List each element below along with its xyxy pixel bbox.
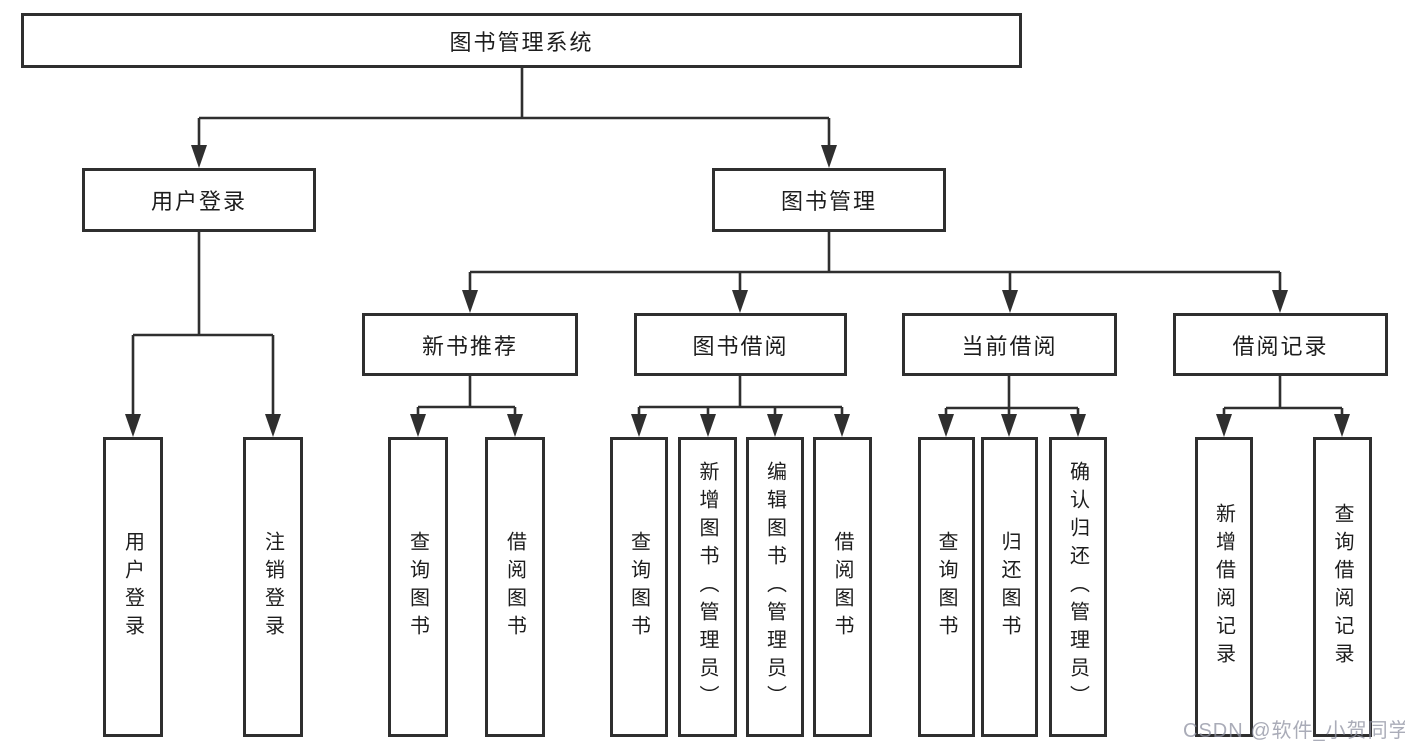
node-label: 新增图书（管理员） (696, 461, 718, 713)
node-label: 查询图书 (627, 531, 650, 643)
leaf-query-books-borrowing: 查询图书 (610, 437, 668, 737)
node-borrowing-records: 借阅记录 (1173, 313, 1388, 376)
node-label: 新增借阅记录 (1212, 503, 1235, 671)
node-label: 确认归还（管理员） (1066, 461, 1089, 713)
node-label: 新书推荐 (421, 333, 518, 359)
node-label: 查询借阅记录 (1331, 503, 1353, 671)
node-label: 注销登录 (261, 531, 284, 643)
node-label: 借阅图书 (503, 531, 526, 643)
node-user-login: 用户登录 (82, 168, 316, 232)
watermark-text: CSDN @软件_小贺同学 (1183, 720, 1405, 742)
node-current-borrowing: 当前借阅 (902, 313, 1117, 376)
node-label: 编辑图书（管理员） (763, 461, 786, 713)
node-new-book-recommendation: 新书推荐 (362, 313, 578, 376)
node-book-borrowing: 图书借阅 (634, 313, 847, 376)
leaf-logout: 注销登录 (243, 437, 303, 737)
node-label: 图书管理系统 (449, 29, 594, 55)
node-label: 图书管理 (780, 189, 877, 214)
node-label: 借阅记录 (1232, 333, 1329, 359)
leaf-borrow-books: 借阅图书 (813, 437, 872, 737)
node-label: 借阅图书 (831, 531, 853, 643)
leaf-return-books: 归还图书 (981, 437, 1038, 737)
node-label: 查询图书 (935, 531, 957, 643)
node-label: 图书借阅 (692, 333, 789, 359)
node-label: 当前借阅 (961, 333, 1058, 359)
node-library-management-system: 图书管理系统 (21, 13, 1022, 68)
leaf-add-books-admin: 新增图书（管理员） (678, 437, 737, 737)
node-label: 用户登录 (150, 189, 247, 214)
leaf-add-borrow-record: 新增借阅记录 (1195, 437, 1253, 737)
leaf-query-borrow-record: 查询借阅记录 (1313, 437, 1372, 737)
leaf-query-books-recommend: 查询图书 (388, 437, 448, 737)
node-book-management: 图书管理 (712, 168, 946, 232)
leaf-edit-books-admin: 编辑图书（管理员） (746, 437, 804, 737)
leaf-user-login: 用户登录 (103, 437, 163, 737)
node-label: 用户登录 (121, 531, 144, 643)
leaf-borrow-books-recommend: 借阅图书 (485, 437, 545, 737)
node-label: 归还图书 (998, 531, 1020, 643)
leaf-query-books-current: 查询图书 (918, 437, 975, 737)
leaf-confirm-return-admin: 确认归还（管理员） (1049, 437, 1107, 737)
node-label: 查询图书 (406, 531, 429, 643)
